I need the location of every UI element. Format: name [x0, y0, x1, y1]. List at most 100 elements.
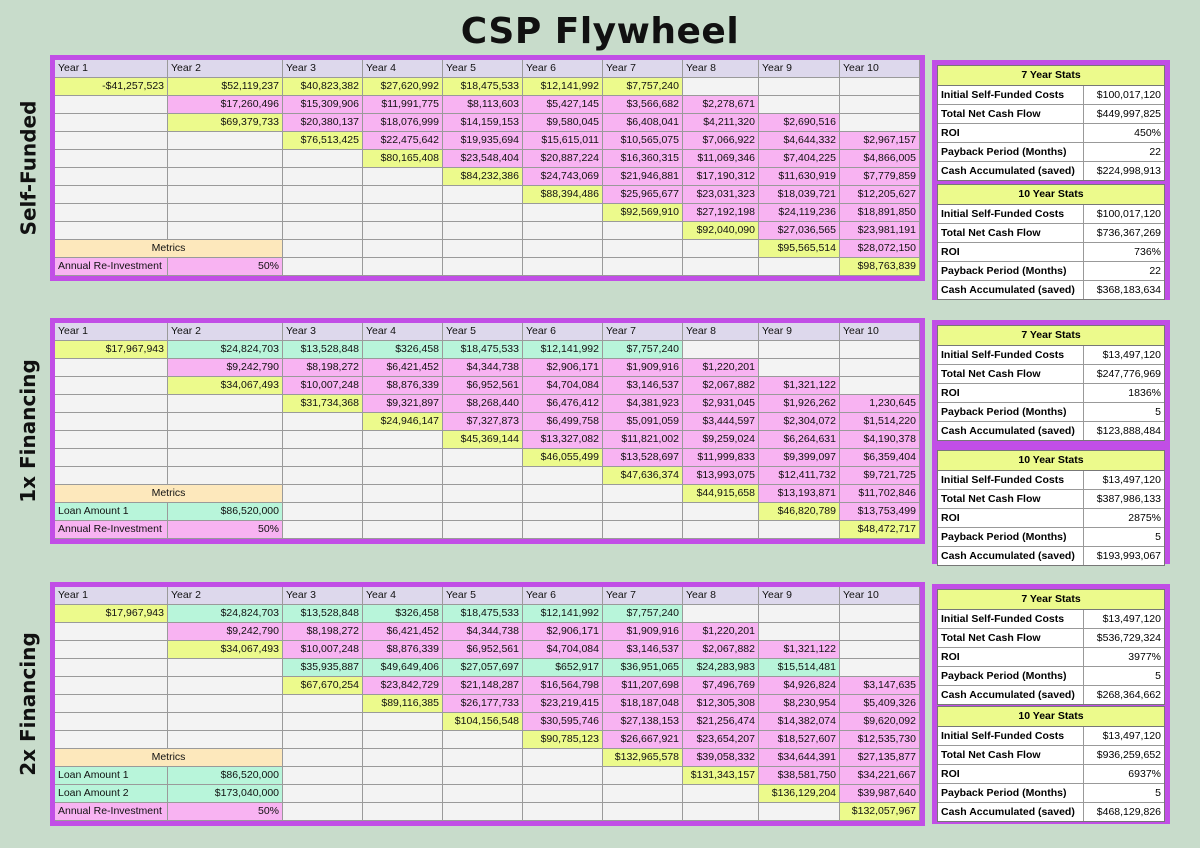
empty-cell: [363, 521, 443, 539]
empty-cell: [840, 377, 920, 395]
empty-cell: [443, 467, 523, 485]
value-cell: $6,421,452: [363, 359, 443, 377]
value-cell: $6,359,404: [840, 449, 920, 467]
value-cell: $18,475,533: [443, 605, 523, 623]
value-cell: $2,690,516: [759, 114, 840, 132]
empty-cell: [168, 132, 283, 150]
value-cell: $27,036,565: [759, 222, 840, 240]
value-cell: $27,192,198: [683, 204, 759, 222]
value-cell: $9,321,897: [363, 395, 443, 413]
column-header: Year 4: [363, 587, 443, 605]
value-cell: $27,620,992: [363, 78, 443, 96]
value-cell: $7,404,225: [759, 150, 840, 168]
value-cell: $52,119,237: [168, 78, 283, 96]
stats-key: Payback Period (Months): [938, 403, 1084, 421]
column-header: Year 9: [759, 60, 840, 78]
value-cell: $44,915,658: [683, 485, 759, 503]
empty-cell: [759, 96, 840, 114]
empty-cell: [55, 413, 168, 431]
stats-title: 7 Year Stats: [938, 66, 1164, 86]
value-cell: $3,444,597: [683, 413, 759, 431]
value-cell: $12,141,992: [523, 78, 603, 96]
empty-cell: [523, 803, 603, 821]
stats-value: 5: [1155, 531, 1161, 543]
stats-value: $936,259,652: [1096, 749, 1161, 761]
value-cell: $1,321,122: [759, 641, 840, 659]
empty-cell: [523, 785, 603, 803]
column-header: Year 2: [168, 587, 283, 605]
empty-cell: [363, 767, 443, 785]
value-cell: $6,476,412: [523, 395, 603, 413]
empty-cell: [168, 395, 283, 413]
empty-cell: [683, 803, 759, 821]
metrics-header: Metrics: [55, 485, 283, 503]
empty-cell: [168, 467, 283, 485]
empty-cell: [168, 150, 283, 168]
column-header: Year 3: [283, 60, 363, 78]
value-cell: $10,007,248: [283, 377, 363, 395]
value-cell: $95,565,514: [759, 240, 840, 258]
empty-cell: [683, 605, 759, 623]
empty-cell: [55, 168, 168, 186]
empty-cell: [840, 623, 920, 641]
stats-value: 5: [1155, 406, 1161, 418]
stats-value: 6937%: [1128, 768, 1161, 780]
empty-cell: [603, 785, 683, 803]
value-cell: $30,595,746: [523, 713, 603, 731]
column-header: Year 10: [840, 323, 920, 341]
value-cell: $2,278,671: [683, 96, 759, 114]
stats-value: 450%: [1134, 127, 1161, 139]
metrics-header: Metrics: [55, 240, 283, 258]
value-cell: $9,399,097: [759, 449, 840, 467]
value-cell: $92,040,090: [683, 222, 759, 240]
value-cell: $26,177,733: [443, 695, 523, 713]
value-cell: $652,917: [523, 659, 603, 677]
empty-cell: [603, 803, 683, 821]
column-header: Year 10: [840, 60, 920, 78]
metric-label: Annual Re-Investment: [55, 258, 168, 276]
empty-cell: [443, 767, 523, 785]
value-cell: $88,394,486: [523, 186, 603, 204]
value-cell: $1,321,122: [759, 377, 840, 395]
stats-value: $224,998,913: [1096, 165, 1161, 177]
empty-cell: [283, 467, 363, 485]
empty-cell: [283, 240, 363, 258]
value-cell: $16,360,315: [603, 150, 683, 168]
value-cell: $7,757,240: [603, 78, 683, 96]
empty-cell: [683, 240, 759, 258]
value-cell: $4,866,005: [840, 150, 920, 168]
value-cell: $7,327,873: [443, 413, 523, 431]
empty-cell: [168, 695, 283, 713]
value-cell: $12,141,992: [523, 341, 603, 359]
value-cell: $5,091,059: [603, 413, 683, 431]
empty-cell: [168, 713, 283, 731]
stats-value: 5: [1155, 670, 1161, 682]
value-cell: $1,909,916: [603, 359, 683, 377]
empty-cell: [55, 695, 168, 713]
stats-key: Payback Period (Months): [938, 143, 1084, 161]
empty-cell: [443, 222, 523, 240]
stats-value: 22: [1149, 265, 1161, 277]
value-cell: $2,906,171: [523, 359, 603, 377]
empty-cell: [168, 659, 283, 677]
stats-row: Payback Period (Months)5: [938, 528, 1164, 547]
empty-cell: [55, 731, 168, 749]
value-cell: $11,991,775: [363, 96, 443, 114]
empty-cell: [363, 168, 443, 186]
value-cell: $24,946,147: [363, 413, 443, 431]
value-cell: $12,305,308: [683, 695, 759, 713]
value-cell: $24,283,983: [683, 659, 759, 677]
value-cell: $21,148,287: [443, 677, 523, 695]
empty-cell: [759, 623, 840, 641]
empty-cell: [443, 240, 523, 258]
section-label-2x-financing: 2x Financing: [6, 582, 50, 826]
empty-cell: [55, 114, 168, 132]
value-cell: $18,527,607: [759, 731, 840, 749]
stats-key: Cash Accumulated (saved): [938, 422, 1084, 440]
stats-value: 736%: [1134, 246, 1161, 258]
value-cell: $5,427,145: [523, 96, 603, 114]
